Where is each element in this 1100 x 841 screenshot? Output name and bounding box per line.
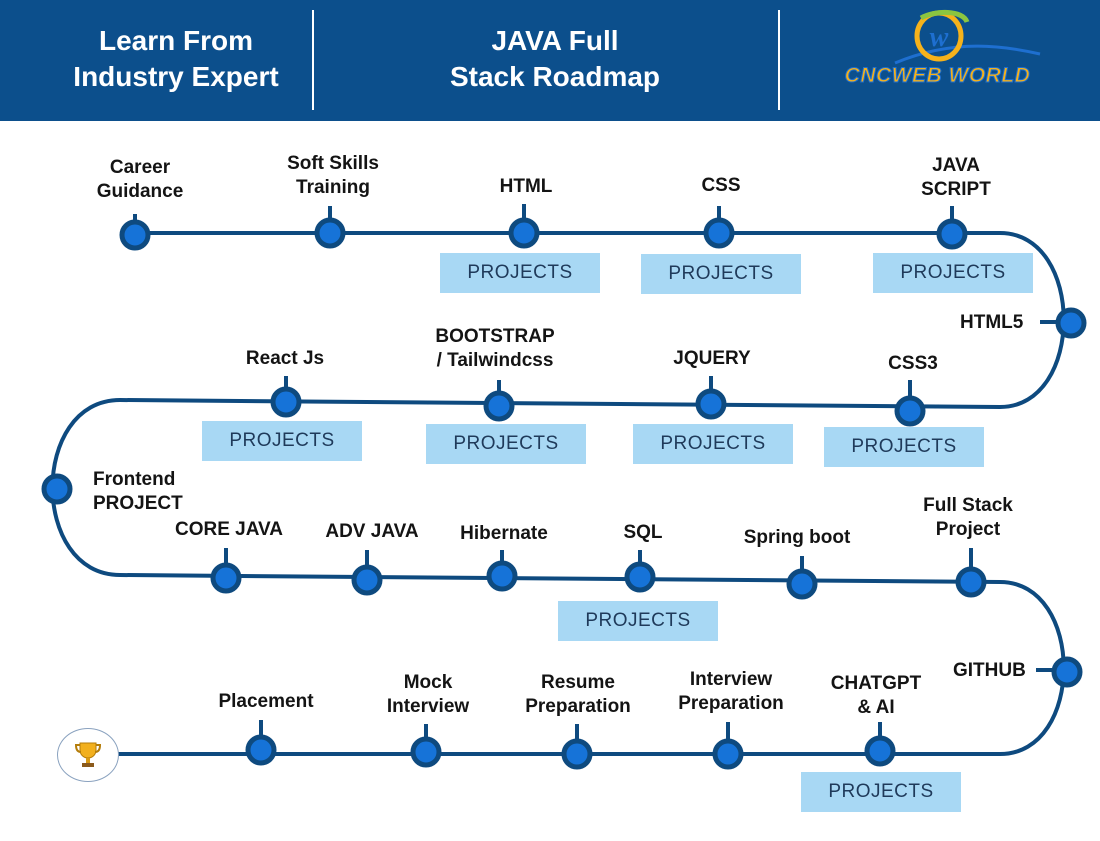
node-react xyxy=(270,386,302,418)
step-chatgpt: CHATGPT & AI xyxy=(830,673,922,718)
projects-badge: PROJECTS xyxy=(873,253,1033,293)
node-core-java xyxy=(210,562,242,594)
header-divider xyxy=(778,10,780,110)
node-spring-boot xyxy=(786,568,818,600)
node-css3 xyxy=(894,395,926,427)
node-javascript xyxy=(936,218,968,250)
finish-marker xyxy=(57,728,119,782)
node-interview-prep xyxy=(712,738,744,770)
step-html: HTML xyxy=(499,176,553,197)
step-soft-skills: Soft Skills Training xyxy=(287,153,379,198)
step-sql: SQL xyxy=(623,522,663,543)
step-javascript: JAVA SCRIPT xyxy=(921,155,991,200)
step-placement: Placement xyxy=(218,691,314,712)
projects-badge: PROJECTS xyxy=(558,601,718,641)
brand-logo: w CNCWEB WORLD xyxy=(835,8,1050,113)
step-css: CSS xyxy=(701,175,741,196)
header-tagline: Learn From Industry Expert xyxy=(73,25,279,92)
header-banner: Learn From Industry Expert JAVA Full Sta… xyxy=(0,0,1100,121)
step-frontend-project: Frontend PROJECT xyxy=(93,469,183,514)
projects-badge: PROJECTS xyxy=(801,772,961,812)
projects-badge: PROJECTS xyxy=(633,424,793,464)
node-jquery xyxy=(695,388,727,420)
node-css xyxy=(703,217,735,249)
brand-name: CNCWEB WORLD xyxy=(844,64,1031,88)
node-full-stack-project xyxy=(955,566,987,598)
projects-badge: PROJECTS xyxy=(641,254,801,294)
header-divider xyxy=(312,10,314,110)
node-soft-skills xyxy=(314,217,346,249)
circled-w-logo-icon: w xyxy=(894,10,1041,65)
projects-badge: PROJECTS xyxy=(202,421,362,461)
projects-badge: PROJECTS xyxy=(440,253,600,293)
step-mock-interview: Mock Interview xyxy=(386,672,470,717)
node-frontend-project xyxy=(41,473,73,505)
step-bootstrap: BOOTSTRAP / Tailwindcss xyxy=(435,326,555,371)
step-full-stack-project: Full Stack Project xyxy=(923,495,1013,540)
node-html xyxy=(508,217,540,249)
step-github: GITHUB xyxy=(953,660,1026,681)
page-title: JAVA Full Stack Roadmap xyxy=(449,25,661,92)
step-hibernate: Hibernate xyxy=(460,523,548,544)
projects-badge: PROJECTS xyxy=(426,424,586,464)
node-resume-prep xyxy=(561,738,593,770)
step-career-guidance: Career Guidance xyxy=(96,157,184,202)
node-career-guidance xyxy=(119,219,151,251)
node-bootstrap xyxy=(483,390,515,422)
step-core-java: CORE JAVA xyxy=(174,519,284,540)
trophy-icon xyxy=(74,742,102,767)
node-hibernate xyxy=(486,560,518,592)
node-sql xyxy=(624,561,656,593)
step-spring-boot: Spring boot xyxy=(743,527,851,548)
node-placement xyxy=(245,734,277,766)
node-html5 xyxy=(1055,307,1087,339)
step-adv-java: ADV JAVA xyxy=(325,521,419,542)
step-react: React Js xyxy=(245,348,325,369)
step-html5: HTML5 xyxy=(960,312,1024,333)
step-interview-prep: Interview Preparation xyxy=(678,669,784,714)
node-chatgpt xyxy=(864,735,896,767)
node-github xyxy=(1051,656,1083,688)
node-mock-interview xyxy=(410,736,442,768)
step-css3: CSS3 xyxy=(888,353,938,374)
node-adv-java xyxy=(351,564,383,596)
projects-badge: PROJECTS xyxy=(824,427,984,467)
step-jquery: JQUERY xyxy=(673,348,751,369)
svg-text:w: w xyxy=(930,22,949,53)
step-resume-prep: Resume Preparation xyxy=(525,672,631,717)
